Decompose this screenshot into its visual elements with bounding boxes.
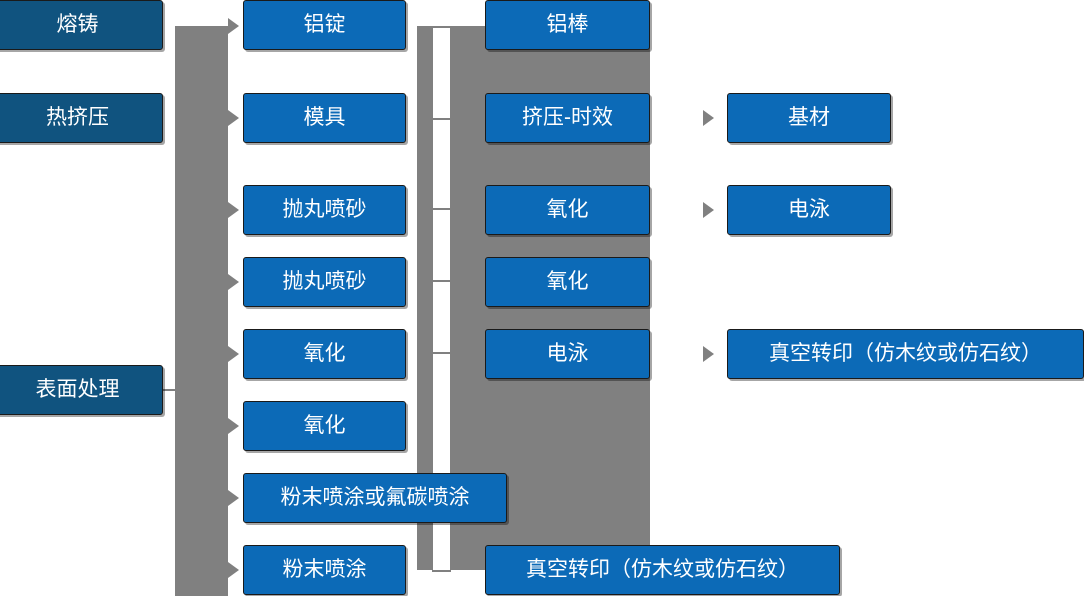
node-m7[interactable]: 粉末喷涂或氟碳喷涂 xyxy=(243,473,507,523)
mid-bridge-tick-6 xyxy=(432,570,451,572)
node-m1[interactable]: 铝锭 xyxy=(243,0,406,50)
node-label: 表面处理 xyxy=(35,377,120,401)
node-p3[interactable]: 氧化 xyxy=(485,185,650,235)
node-label: 挤压-时效 xyxy=(522,105,613,129)
node-label: 抛丸喷砂 xyxy=(282,269,367,293)
node-n2[interactable]: 热挤压 xyxy=(0,93,163,143)
left-branch-arrow-2 xyxy=(228,110,239,126)
node-label: 氧化 xyxy=(546,269,589,293)
right-branch-arrow-1 xyxy=(703,110,714,126)
left-branch-arrow-1 xyxy=(228,18,239,34)
trunk-top-spacer xyxy=(175,0,228,26)
node-label: 粉末喷涂 xyxy=(282,557,367,581)
node-label: 真空转印（仿木纹或仿石纹） xyxy=(526,557,799,581)
node-label: 粉末喷涂或氟碳喷涂 xyxy=(280,485,470,509)
node-p1[interactable]: 铝棒 xyxy=(485,0,650,50)
left-trunk-bar xyxy=(175,26,228,596)
node-label: 铝棒 xyxy=(546,12,589,36)
node-m5[interactable]: 氧化 xyxy=(243,329,406,379)
left-branch-arrow-3 xyxy=(228,202,239,218)
node-label: 电泳 xyxy=(788,197,830,221)
node-n3[interactable]: 表面处理 xyxy=(0,365,163,415)
node-m4[interactable]: 抛丸喷砂 xyxy=(243,257,406,307)
node-label: 氧化 xyxy=(546,197,589,221)
mid-bridge-tick-1 xyxy=(432,26,451,28)
right-branch-arrow-2 xyxy=(703,202,714,218)
left-branch-arrow-4 xyxy=(228,274,239,290)
surface-treatment-stub-line xyxy=(163,389,179,391)
node-label: 铝锭 xyxy=(303,12,346,36)
left-branch-arrow-8 xyxy=(228,562,239,578)
node-label: 抛丸喷砂 xyxy=(282,197,367,221)
left-branch-arrow-7 xyxy=(228,490,239,506)
node-m3[interactable]: 抛丸喷砂 xyxy=(243,185,406,235)
node-label: 氧化 xyxy=(303,341,346,365)
mid-bridge-tick-5 xyxy=(432,352,451,354)
node-label: 氧化 xyxy=(303,413,346,437)
node-p6[interactable]: 真空转印（仿木纹或仿石纹） xyxy=(485,545,840,595)
mid-narrow-bar xyxy=(417,26,433,570)
mid-bridge-tick-2 xyxy=(432,118,451,120)
node-p5[interactable]: 电泳 xyxy=(485,329,650,379)
node-n1[interactable]: 熔铸 xyxy=(0,0,163,50)
node-o1[interactable]: 基材 xyxy=(727,93,891,143)
node-label: 真空转印（仿木纹或仿石纹） xyxy=(769,341,1042,365)
mid-bridge-tick-4 xyxy=(432,280,451,282)
node-label: 电泳 xyxy=(546,341,589,365)
node-label: 模具 xyxy=(303,105,346,129)
node-m6[interactable]: 氧化 xyxy=(243,401,406,451)
node-m2[interactable]: 模具 xyxy=(243,93,406,143)
left-branch-arrow-5 xyxy=(228,346,239,362)
right-branch-arrow-3 xyxy=(703,346,714,362)
node-label: 基材 xyxy=(788,105,830,129)
node-p4[interactable]: 氧化 xyxy=(485,257,650,307)
node-m8[interactable]: 粉末喷涂 xyxy=(243,545,406,595)
node-o2[interactable]: 电泳 xyxy=(727,185,891,235)
mid-bridge-tick-3 xyxy=(432,208,451,210)
node-label: 热挤压 xyxy=(46,105,109,129)
node-label: 熔铸 xyxy=(56,12,99,36)
node-o3[interactable]: 真空转印（仿木纹或仿石纹） xyxy=(727,329,1084,379)
node-p2[interactable]: 挤压-时效 xyxy=(485,93,650,143)
left-branch-arrow-6 xyxy=(228,418,239,434)
